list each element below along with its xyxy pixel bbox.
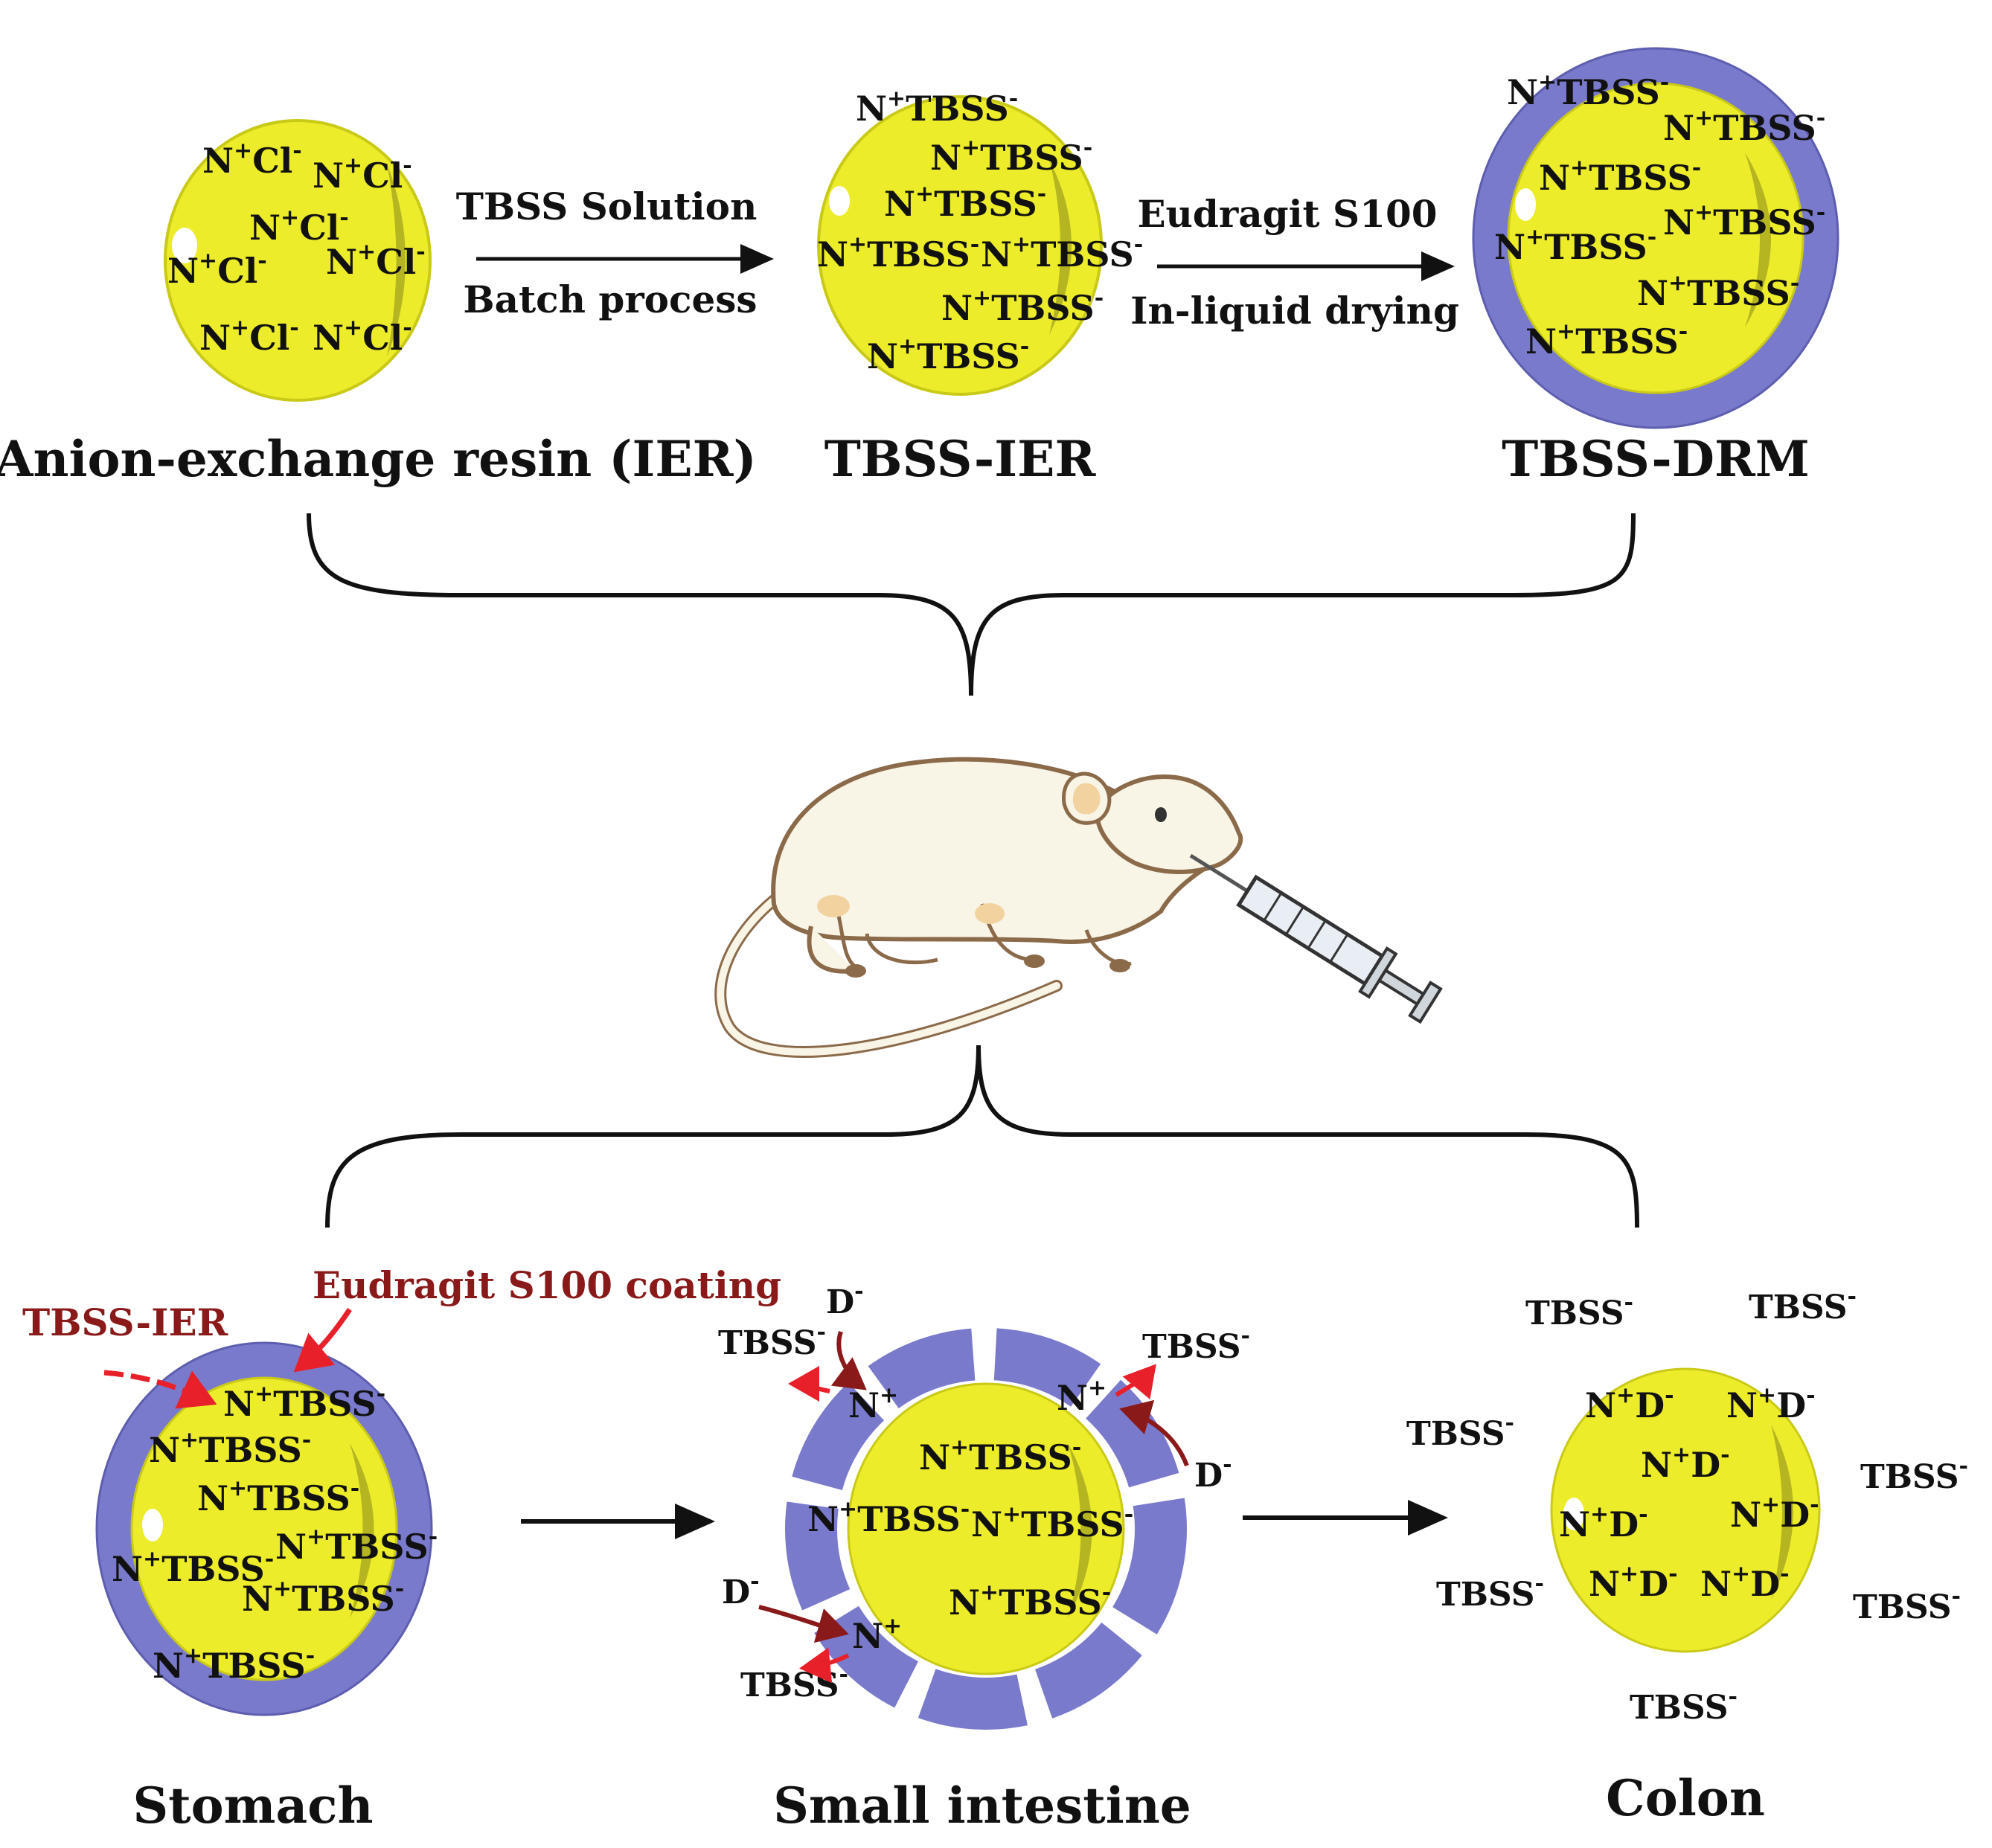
- intestine-exchange: D- TBSS- TBSS- D- D- TBSS-: [718, 1278, 1250, 1704]
- tbss-ier-ions: N+TBSS- N+TBSS- N+TBSS- N+TBSS- N+TBSS- …: [817, 86, 1143, 376]
- ion-chloride: N+Cl-: [167, 248, 267, 291]
- colon-ions: N+D- N+D- N+D- N+D- N+D- N+D- N+D-: [1559, 1382, 1819, 1604]
- free-d: D-: [1194, 1451, 1232, 1495]
- step-arrow-1: TBSS Solution Batch process: [456, 185, 774, 321]
- ion-tbss: N+TBSS-: [223, 1381, 385, 1424]
- colon-bead: [1550, 1367, 1821, 1653]
- ion-tbss: N+TBSS-: [817, 231, 979, 275]
- ion-n-plus: N+: [852, 1613, 902, 1656]
- ion-tbss: N+TBSS-: [949, 1579, 1111, 1623]
- ion-tbss: N+TBSS-: [1663, 105, 1825, 148]
- ion-chloride: N+Cl-: [313, 153, 412, 196]
- ion-n-plus: N+: [848, 1382, 898, 1425]
- ion-tbss: N+TBSS-: [971, 1501, 1133, 1544]
- label-stomach: Stomach: [133, 1777, 374, 1835]
- ier-ions: N+Cl- N+Cl- N+Cl- N+Cl- N+Cl- N+Cl- N+Cl…: [167, 138, 426, 358]
- ion-chloride: N+Cl-: [202, 138, 302, 181]
- ion-tbss: N+TBSS-: [149, 1427, 311, 1470]
- ion-tbss: N+TBSS-: [941, 285, 1104, 328]
- ion-tbss: N+TBSS-: [1637, 270, 1799, 313]
- ion-tbss: N+TBSS-: [807, 1496, 970, 1539]
- pointer-tbss-ier: [103, 1370, 217, 1409]
- label-tbss-ier: TBSS-IER: [824, 430, 1097, 488]
- free-d: D-: [722, 1568, 760, 1611]
- ion-tbss: N+TBSS-: [981, 231, 1143, 275]
- annotation-coating: Eudragit S100 coating: [313, 1263, 781, 1307]
- ion-n-plus: N+: [1057, 1375, 1107, 1418]
- ion-nd: N+D-: [1589, 1561, 1678, 1604]
- ion-tbss: N+TBSS-: [884, 181, 1046, 224]
- free-tbss: TBSS-: [740, 1661, 848, 1704]
- syringe-icon: [1189, 853, 1443, 1024]
- ier-bead: [164, 119, 432, 402]
- colon-free-tbss: TBSS- TBSS- TBSS- TBSS- TBSS- TBSS- TBSS…: [1406, 1283, 1968, 1727]
- ion-tbss: N+TBSS-: [919, 1434, 1081, 1478]
- tbss-drm-bead: [1472, 47, 1839, 429]
- ion-nd: N+D-: [1641, 1442, 1730, 1485]
- tbss-drm-ions: N+TBSS- N+TBSS- N+TBSS- N+TBSS- N+TBSS- …: [1494, 69, 1825, 362]
- ion-tbss: N+TBSS-: [1507, 69, 1669, 112]
- step-arrow-2: Eudragit S100 In-liquid drying: [1130, 192, 1459, 333]
- stomach-ions: N+TBSS- N+TBSS- N+TBSS- N+TBSS- N+TBSS- …: [112, 1381, 438, 1686]
- ion-tbss: N+TBSS-: [112, 1546, 274, 1589]
- ion-nd: N+D-: [1559, 1501, 1648, 1544]
- ion-tbss: N+TBSS-: [275, 1524, 438, 1567]
- ion-tbss: N+TBSS-: [867, 333, 1029, 376]
- free-tbss: TBSS-: [1525, 1289, 1633, 1332]
- free-tbss: TBSS-: [1749, 1283, 1857, 1326]
- ion-nd: N+D-: [1700, 1561, 1790, 1604]
- free-tbss: TBSS-: [1142, 1323, 1250, 1366]
- intestine-ions: N+TBSS- N+TBSS- N+TBSS- N+TBSS- N+ N+ N+: [807, 1375, 1133, 1656]
- step1-below: Batch process: [463, 277, 757, 321]
- ion-nd: N+D-: [1726, 1382, 1816, 1425]
- free-tbss: TBSS-: [1853, 1583, 1961, 1626]
- tbss-ier-bead: [817, 95, 1103, 396]
- free-tbss: TBSS-: [1406, 1410, 1514, 1453]
- ion-chloride: N+Cl-: [199, 315, 299, 358]
- pointer-coating: [293, 1308, 352, 1373]
- label-tbss-drm: TBSS-DRM: [1502, 430, 1810, 488]
- rat-illustration: [714, 757, 1243, 1058]
- label-ier: Anion-exchange resin (IER): [0, 430, 757, 488]
- ion-tbss: N+TBSS-: [856, 86, 1018, 129]
- step2-below: In-liquid drying: [1130, 289, 1459, 333]
- free-tbss: TBSS-: [1860, 1453, 1968, 1496]
- step1-above: TBSS Solution: [456, 185, 758, 228]
- ion-tbss: N+TBSS-: [197, 1475, 359, 1518]
- ion-chloride: N+Cl-: [326, 239, 426, 282]
- ion-tbss: N+TBSS-: [242, 1576, 404, 1619]
- upper-brace: [307, 513, 1636, 696]
- stomach-bead: [95, 1341, 433, 1716]
- lower-brace: [325, 1045, 1639, 1228]
- free-tbss: TBSS-: [718, 1319, 826, 1362]
- ion-nd: N+D-: [1585, 1382, 1674, 1425]
- ion-chloride: N+Cl-: [249, 205, 349, 248]
- ion-tbss: N+TBSS-: [1494, 224, 1656, 267]
- ion-tbss: N+TBSS-: [1539, 155, 1701, 198]
- ion-nd: N+D-: [1730, 1492, 1819, 1535]
- free-tbss: TBSS-: [1630, 1684, 1738, 1727]
- intestine-bead: [785, 1328, 1187, 1730]
- ion-tbss: N+TBSS-: [930, 135, 1092, 178]
- ion-tbss: N+TBSS-: [153, 1643, 315, 1686]
- ion-tbss: N+TBSS-: [1525, 318, 1688, 362]
- ion-tbss: N+TBSS-: [1663, 199, 1825, 243]
- annotation-tbss-ier: TBSS-IER: [22, 1300, 228, 1344]
- free-d: D-: [826, 1278, 864, 1321]
- label-colon: Colon: [1606, 1769, 1765, 1827]
- label-small-intestine: Small intestine: [773, 1777, 1191, 1835]
- free-tbss: TBSS-: [1436, 1571, 1544, 1614]
- ion-chloride: N+Cl-: [313, 315, 412, 358]
- step2-above: Eudragit S100: [1137, 192, 1437, 236]
